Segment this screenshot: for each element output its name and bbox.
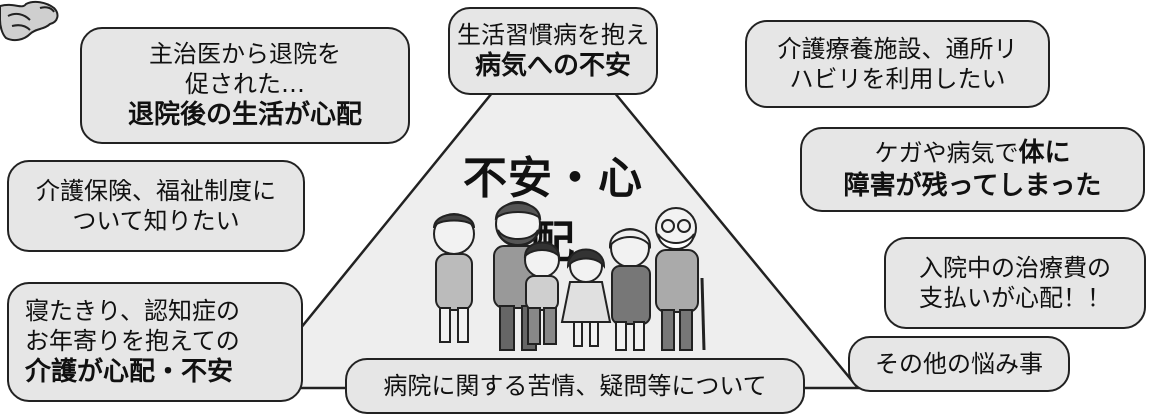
box-injury-disability-line1: ケガや病気で体に <box>874 137 1070 170</box>
family-illustration-icon <box>433 201 706 351</box>
box-injury-disability-line1-bold: 体に <box>1018 138 1071 168</box>
box-complaints-line1: 病院に関する苦情、疑問等について <box>383 372 767 400</box>
box-elderly-care: 寝たきり、認知症の お年寄りを抱えての 介護が心配・不安 <box>7 282 303 402</box>
box-illness-anxiety-line2: 病気への不安 <box>474 50 631 81</box>
box-other: その他の悩み事 <box>848 336 1070 392</box>
box-insurance-info-line2: ついて知りたい <box>72 207 240 235</box>
box-hospital-fees: 入院中の治療費の 支払いが心配！！ <box>884 237 1146 329</box>
box-discharge-worry-line2: 促された… <box>185 70 305 99</box>
box-elderly-care-line2: お年寄りを抱えての <box>25 326 240 355</box>
box-discharge-worry-line1: 主治医から退院を <box>149 40 341 69</box>
box-insurance-info-line1: 介護保険、福祉制度に <box>36 177 276 205</box>
box-elderly-care-line1: 寝たきり、認知症の <box>25 296 241 325</box>
box-discharge-worry: 主治医から退院を 促された… 退院後の生活が心配 <box>80 27 410 144</box>
box-illness-anxiety-line1: 生活習慣病を抱え <box>457 20 649 49</box>
box-injury-disability-line2: 障害が残ってしまった <box>843 170 1102 201</box>
box-care-facility: 介護療養施設、通所リ ハビリを利用したい <box>745 20 1050 108</box>
box-injury-disability: ケガや病気で体に 障害が残ってしまった <box>800 127 1145 212</box>
box-other-line1: その他の悩み事 <box>875 350 1043 378</box>
box-illness-anxiety: 生活習慣病を抱え 病気への不安 <box>448 7 658 95</box>
box-care-facility-line1: 介護療養施設、通所リ <box>777 35 1018 63</box>
box-hospital-fees-line2: 支払いが心配！！ <box>919 284 1111 312</box>
box-injury-disability-line1-plain: ケガや病気で <box>874 139 1019 167</box>
box-care-facility-line2: ハビリを利用したい <box>789 65 1006 93</box>
box-discharge-worry-line3: 退院後の生活が心配 <box>127 100 362 131</box>
bird-mascot-icon <box>0 0 59 42</box>
box-complaints: 病院に関する苦情、疑問等について <box>345 358 805 414</box>
box-elderly-care-line3: 介護が心配・不安 <box>25 356 234 387</box>
box-hospital-fees-line1: 入院中の治療費の <box>919 254 1111 282</box>
box-insurance-info: 介護保険、福祉制度に ついて知りたい <box>7 160 305 252</box>
